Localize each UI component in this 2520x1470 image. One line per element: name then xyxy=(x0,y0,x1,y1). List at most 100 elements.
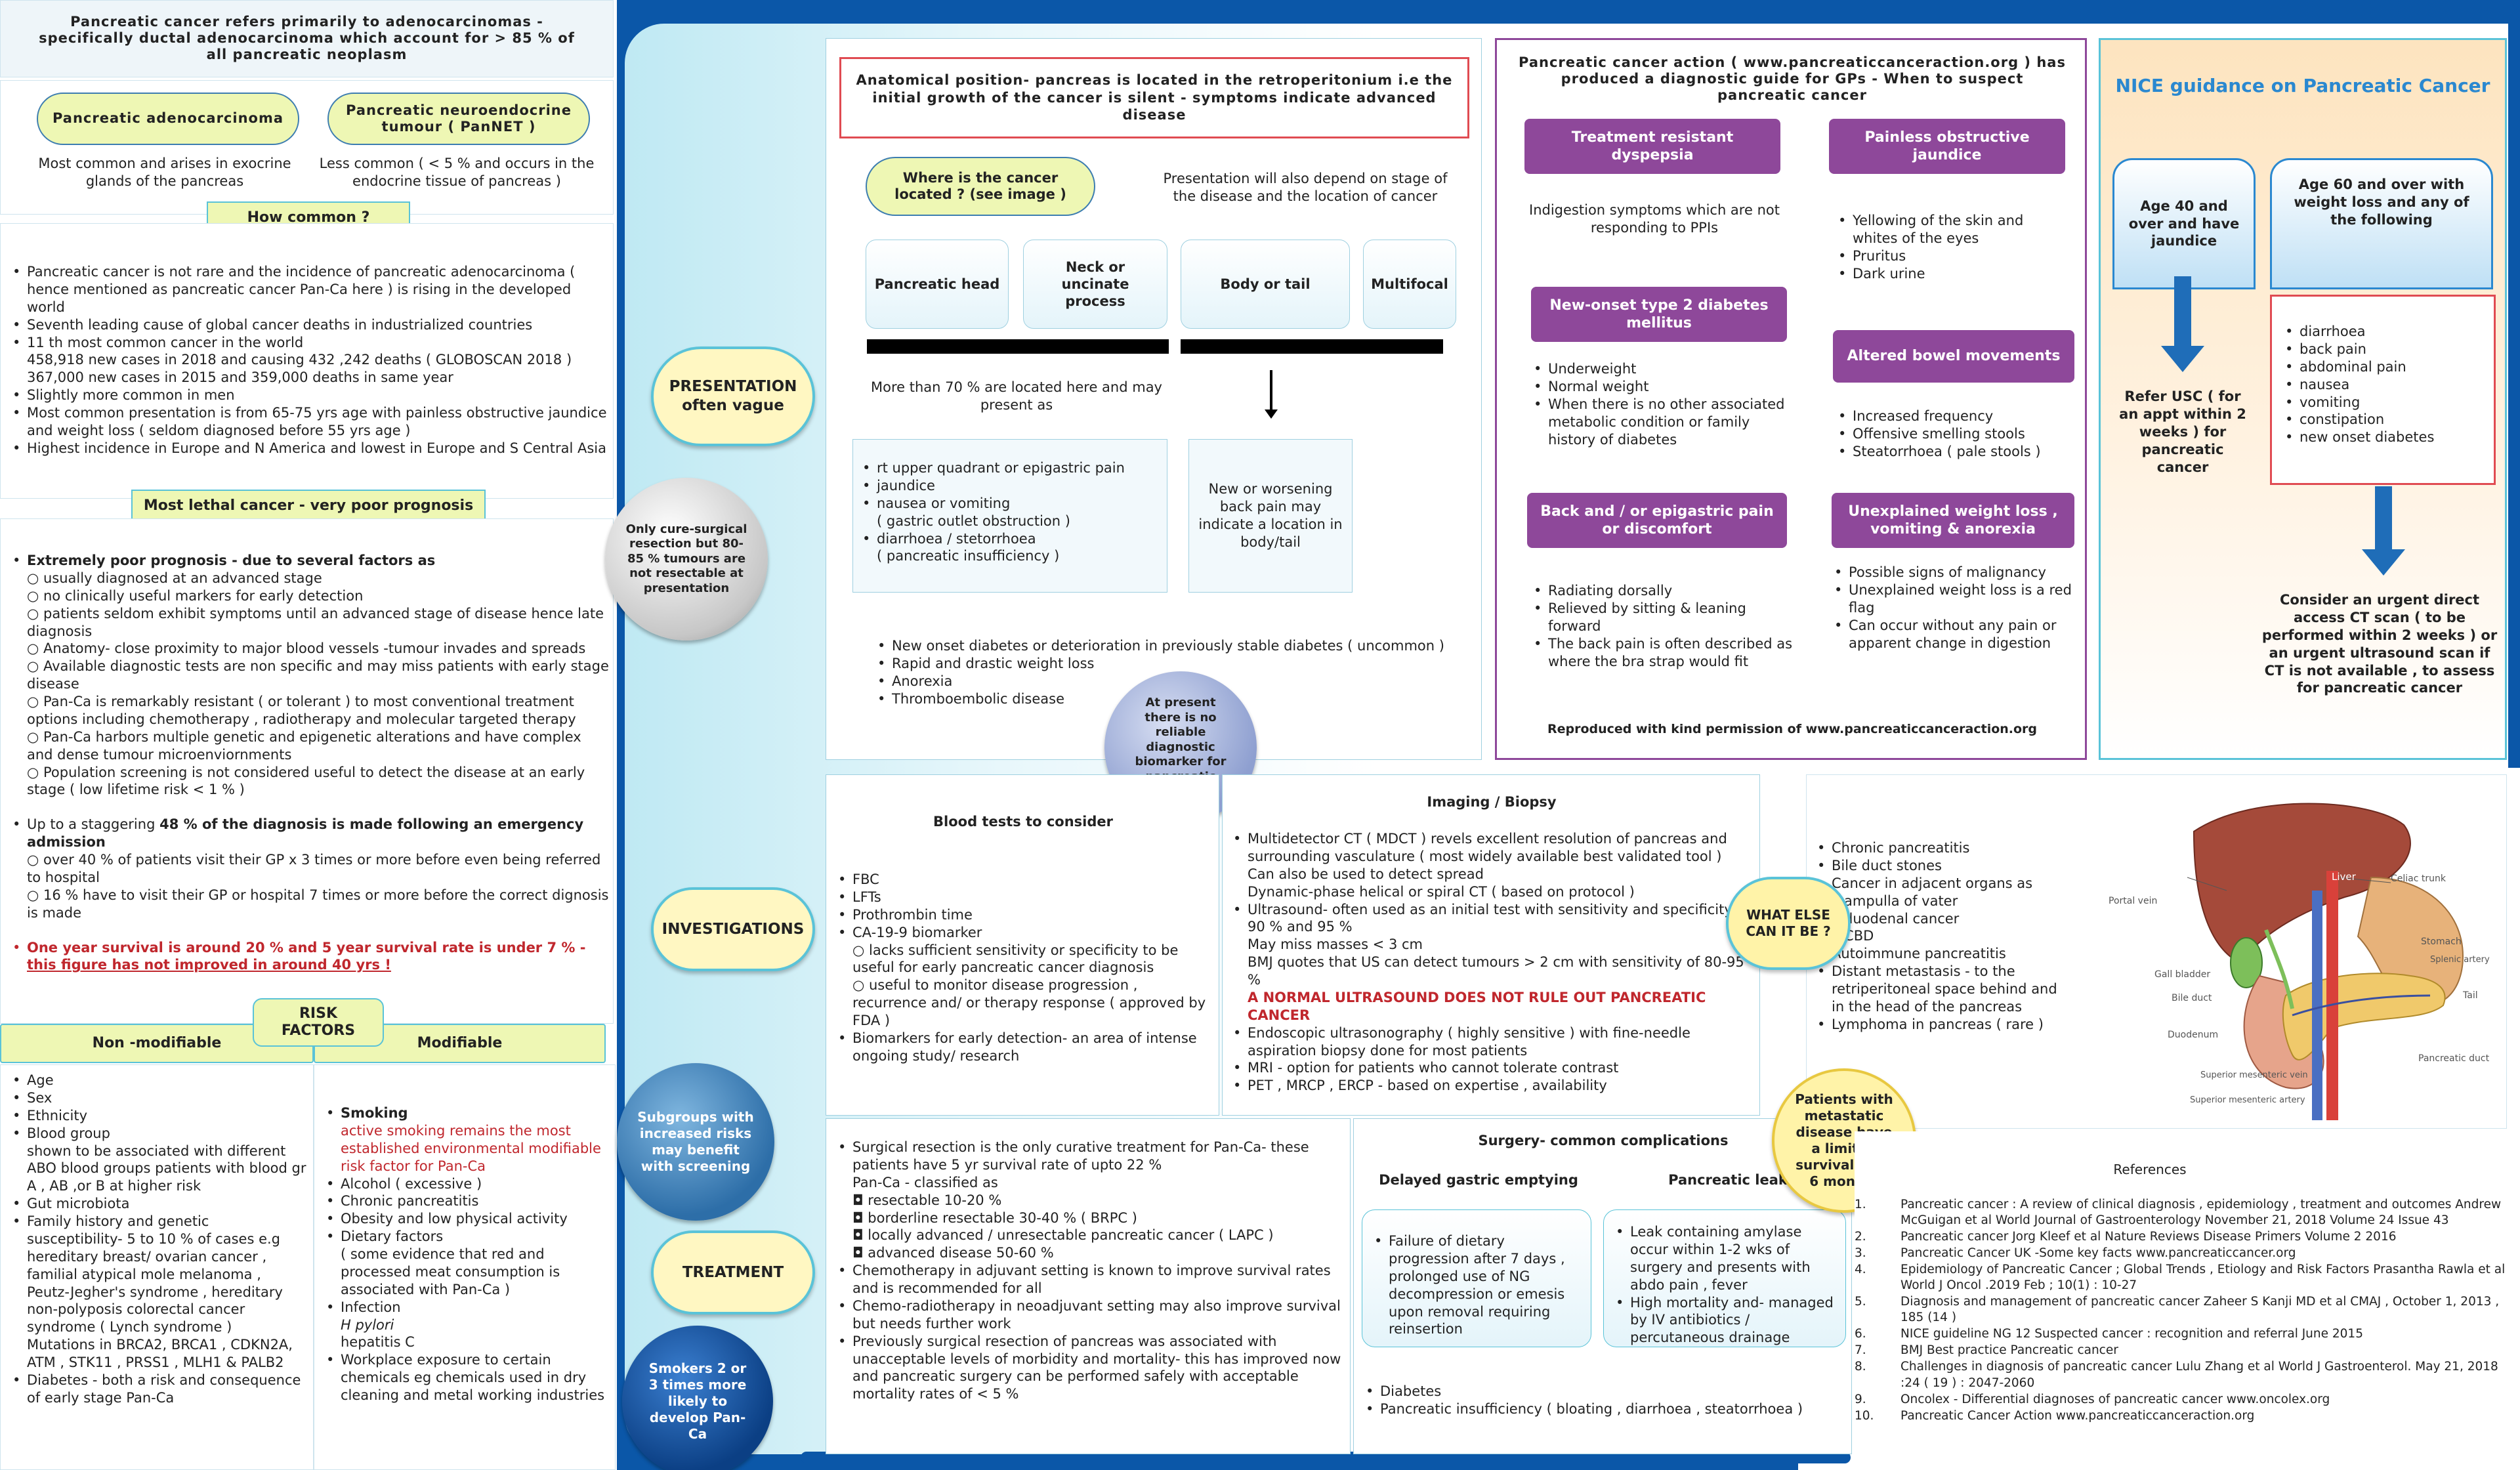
differential-item: Chronic pancreatitis xyxy=(1815,839,2070,857)
aorta-shape xyxy=(2326,871,2338,1120)
label-gall: Gall bladder xyxy=(2154,969,2211,980)
pca-item: Underweight xyxy=(1531,360,1787,378)
differential-item: Distant metastasis - to the retriperiton… xyxy=(1815,963,2070,1016)
common-item: Highest incidence in Europe and N Americ… xyxy=(10,440,610,457)
treatment-item: Previously surgical resection of pancrea… xyxy=(835,1333,1347,1404)
pca-item: Pruritus xyxy=(1836,247,2072,265)
label-splenic: Splenic artery xyxy=(2430,955,2490,965)
bottom-bar xyxy=(801,1452,1851,1463)
nice-symptom: new onset diabetes xyxy=(2282,429,2492,446)
common-item: Seventh leading cause of global cancer d… xyxy=(10,316,610,334)
risk-item: Gut microbiota xyxy=(10,1195,308,1213)
imaging-item: Ultrasound- often used as an initial tes… xyxy=(1230,901,1755,1024)
risk-item: Chronic pancreatitis xyxy=(324,1192,612,1210)
reference-item: 8.Challenges in diagnosis of pancreatic … xyxy=(1855,1360,2498,1390)
common-item: Slightly more common in men xyxy=(10,387,610,404)
top-right-strip xyxy=(1838,0,2520,24)
pannet-pill: Pancreatic neuroendocrine tumour ( PanNE… xyxy=(327,93,590,145)
pca-reproduced: Reproduced with kind permission of www.p… xyxy=(1547,722,2038,736)
nice-symptom: back pain xyxy=(2282,341,2492,358)
loc-pancreatic-head: Pancreatic head xyxy=(866,240,1009,329)
other-symptom: New onset diabetes or deterioration in p… xyxy=(875,637,1465,655)
other-symptom: Rapid and drastic weight loss xyxy=(875,655,1465,673)
head-symptoms-box: rt upper quadrant or epigastric pain jau… xyxy=(852,439,1167,593)
pca-item: The back pain is often described as wher… xyxy=(1531,635,1794,671)
risk-item: Obesity and low physical activity xyxy=(324,1210,612,1228)
imaging-item: PET , MRCP , ERCP - based on expertise ,… xyxy=(1230,1077,1755,1095)
imaging-item: MRI - option for patients who cannot tol… xyxy=(1230,1059,1755,1077)
head-symptom: jaundice xyxy=(860,477,1162,495)
where-located-pill: Where is the cancer located ? (see image… xyxy=(866,157,1095,216)
references-panel: References 1.Pancreatic cancer : A revie… xyxy=(1855,1131,2511,1470)
pancreatic-duct-shape xyxy=(2292,994,2431,1017)
delayed-item: Failure of dietary progression after 7 d… xyxy=(1372,1232,1588,1338)
treatment-bubble: TREATMENT xyxy=(651,1230,815,1314)
blood-item: Prothrombin time xyxy=(835,906,1216,924)
differential-item: Cancer in adjacent organs as• ampulla of… xyxy=(1815,875,2070,946)
most-lethal-header: Most lethal cancer - very poor prognosis xyxy=(131,490,486,522)
prognosis-item: Extremely poor prognosis - due to severa… xyxy=(10,552,610,799)
nice-urgent: Consider an urgent direct access CT scan… xyxy=(2261,592,2498,696)
pca-dyspepsia: Treatment resistant dyspepsia xyxy=(1524,119,1780,174)
risk-item: Alcohol ( excessive ) xyxy=(324,1175,612,1193)
label-smv: Superior mesenteric vein xyxy=(2200,1070,2308,1080)
pca-item: Increased frequency xyxy=(1836,408,2078,425)
nice-symptoms-box: diarrhoea back pain abdominal pain nause… xyxy=(2270,295,2496,485)
label-pduct: Pancreatic duct xyxy=(2418,1053,2490,1064)
pca-jaundice: Painless obstructive jaundice xyxy=(1829,119,2065,174)
subgroups-bubble: Subgroups with increased risks may benef… xyxy=(617,1063,774,1221)
pannet-desc: Less common ( < 5 % and occurs in the en… xyxy=(319,156,595,189)
reference-item: 2.Pancreatic cancer Jorg Kleef et al Nat… xyxy=(1855,1230,2397,1244)
reference-item: 4.Epidemiology of Pancreatic Cancer ; Gl… xyxy=(1855,1263,2506,1293)
risk-item: Diabetes - both a risk and consequence o… xyxy=(10,1372,308,1407)
risk-item: Sex xyxy=(10,1089,308,1107)
body-tail-box: New or worsening back pain may indicate … xyxy=(1188,439,1353,593)
nice-arrow-right xyxy=(2375,486,2392,552)
treatment-item: Surgical resection is the only curative … xyxy=(835,1139,1347,1262)
head-symptom: diarrhoea / stetorrhoea( pancreatic insu… xyxy=(860,530,1162,566)
pca-item: Offensive smelling stools xyxy=(1836,425,2078,443)
pca-item: Unexplained weight loss is a red flag xyxy=(1832,581,2081,617)
prognosis-panel: Extremely poor prognosis - due to severa… xyxy=(0,518,614,1024)
label-tail: Tail xyxy=(2463,990,2478,1001)
investigations-bubble: INVESTIGATIONS xyxy=(651,887,815,971)
down-arrow-head xyxy=(1265,410,1278,419)
delayed-box: Failure of dietary progression after 7 d… xyxy=(1362,1209,1591,1347)
imaging-panel: Imaging / Biopsy Multidetector CT ( MDCT… xyxy=(1222,774,1760,1116)
blood-title: Blood tests to consider xyxy=(933,814,1113,830)
nice-symptom: nausea xyxy=(2282,376,2492,394)
differential-item: Bile duct stones xyxy=(1815,857,2070,875)
label-bile: Bile duct xyxy=(2172,993,2212,1003)
only-cure-bubble: Only cure-surgical resection but 80-85 %… xyxy=(605,478,768,640)
other-symptom: Anorexia xyxy=(875,673,1465,690)
reference-item: 10.Pancreatic Cancer Action www.pancreat… xyxy=(1855,1408,2255,1423)
nice-arrow-left-head xyxy=(2161,346,2204,372)
leak-item: Leak containing amylase occur within 1-2… xyxy=(1613,1223,1843,1294)
liver-shape xyxy=(2193,803,2411,964)
reference-item: 6.NICE guideline NG 12 Suspected cancer … xyxy=(1855,1327,2363,1341)
risk-factors-header: RISK FACTORS xyxy=(253,998,384,1047)
reference-item: 9.Oncolex - Differential diagnoses of pa… xyxy=(1855,1392,2330,1406)
pca-item: Relieved by sitting & leaning forward xyxy=(1531,600,1794,635)
bile-duct-shape xyxy=(2264,929,2294,1009)
pca-item: Can occur without any pain or apparent c… xyxy=(1832,617,2081,652)
leak-title: Pancreatic leak xyxy=(1668,1172,1788,1188)
imaging-item: Multidetector CT ( MDCT ) revels excelle… xyxy=(1230,830,1755,901)
smokers-bubble: Smokers 2 or 3 times more likely to deve… xyxy=(622,1326,773,1470)
label-portal: Portal vein xyxy=(2109,896,2158,906)
common-item: 11 th most common cancer in the world458… xyxy=(10,334,610,387)
treatment-item: Chemotherapy in adjuvant setting is know… xyxy=(835,1262,1347,1297)
blood-tests-panel: Blood tests to consider FBC LFTs Prothro… xyxy=(826,774,1219,1116)
pca-item: Radiating dorsally xyxy=(1531,582,1794,600)
presentation-panel: Anatomical position- pancreas is located… xyxy=(826,38,1482,760)
label-duodenum: Duodenum xyxy=(2168,1030,2219,1040)
pca-item: When there is no other associated metabo… xyxy=(1531,396,1787,449)
reference-item: 7.BMJ Best practice Pancreatic cancer xyxy=(1855,1343,2118,1358)
vein-shape xyxy=(2312,891,2322,1120)
more-than-text: More than 70 % are located here and may … xyxy=(871,379,1162,413)
nice-age40-box: Age 40 and over and have jaundice xyxy=(2112,158,2256,289)
blood-item: LFTs xyxy=(835,889,1216,906)
intro-panel: Pancreatic cancer refers primarily to ad… xyxy=(0,0,614,77)
